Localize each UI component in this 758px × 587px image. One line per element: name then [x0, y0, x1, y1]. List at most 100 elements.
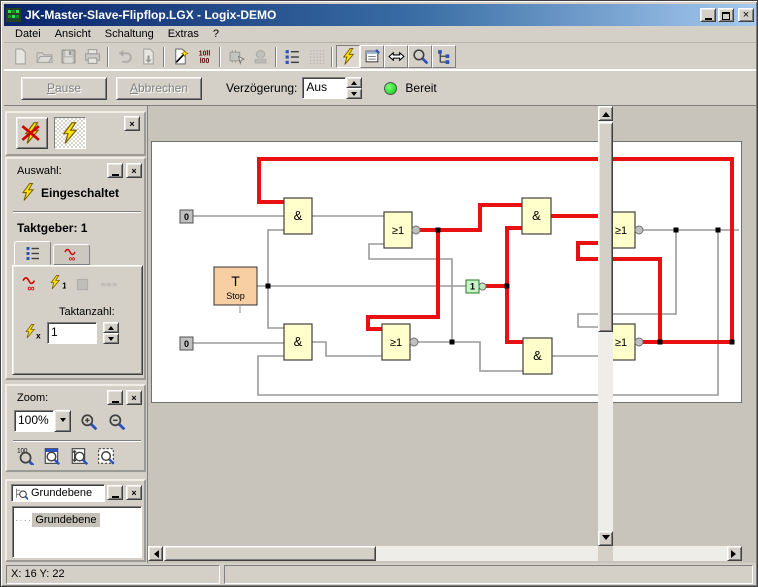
zoomin-icon: [80, 413, 98, 431]
ic-test-button[interactable]: [224, 45, 248, 68]
input-j-value: 0: [184, 212, 189, 222]
clock-count-field[interactable]: 1: [47, 322, 97, 344]
scroll-up-icon[interactable]: [598, 106, 613, 121]
wire-off[interactable]: [312, 342, 382, 356]
close-button[interactable]: ×: [738, 8, 754, 22]
simulate-button[interactable]: [336, 45, 360, 68]
menu-item-menu-schaltung[interactable]: Schaltung: [98, 26, 161, 42]
switch-on-button[interactable]: [54, 117, 86, 149]
inverter-bubble: [412, 226, 420, 234]
stamp-button[interactable]: [248, 45, 272, 68]
switch-off-button[interactable]: [16, 117, 48, 149]
connections-button[interactable]: [384, 45, 408, 68]
zoom-page-button[interactable]: [42, 446, 62, 466]
zoom-100-button[interactable]: 100: [15, 446, 35, 466]
new-file-button[interactable]: [8, 45, 32, 68]
new-test-button[interactable]: [168, 45, 192, 68]
stop-clock-button[interactable]: [73, 274, 93, 294]
hierarchy-minimize-button[interactable]: [107, 485, 123, 500]
grid-button[interactable]: [304, 45, 328, 68]
menu-item-menu-hilfe[interactable]: ?: [206, 26, 226, 42]
dots-icon: [100, 275, 118, 293]
protocol-button[interactable]: [136, 45, 160, 68]
wire-off[interactable]: [268, 230, 284, 286]
title-bar[interactable]: JK-Master-Slave-Flipflop.LGX - Logix-DEM…: [4, 4, 756, 26]
pause-button[interactable]: Pause: [21, 77, 107, 100]
delay-label: Verzögerung:: [226, 81, 297, 95]
tab-continuous-mode[interactable]: ∞: [53, 244, 90, 265]
delay-spin-down-icon[interactable]: [346, 88, 362, 99]
signal-list-button[interactable]: [280, 45, 304, 68]
wire-on[interactable]: [507, 228, 522, 286]
zoom-out-button[interactable]: [107, 412, 127, 432]
and-gate-label: &: [532, 208, 541, 223]
open-file-button[interactable]: [32, 45, 56, 68]
undo-icon: [116, 48, 133, 65]
zoom-minimize-button[interactable]: [107, 390, 123, 405]
hscroll-thumb[interactable]: [164, 546, 376, 561]
hierarchy-button[interactable]: [432, 45, 456, 68]
zoom-dropdown-icon[interactable]: [54, 410, 71, 432]
circuit-canvas[interactable]: &&≥1≥1&&≥1≥100TStop1: [151, 141, 742, 403]
menu-item-menu-extras[interactable]: Extras: [161, 26, 206, 42]
tree-branch-line: ····: [15, 515, 32, 526]
hierarchy-close-button[interactable]: ×: [126, 485, 142, 500]
zoom-fit-button[interactable]: [96, 446, 116, 466]
properties-button[interactable]: [360, 45, 384, 68]
hierarchy-listbox[interactable]: ····Grundebene: [12, 506, 142, 558]
undo-button[interactable]: [112, 45, 136, 68]
zoomheight-icon: [70, 447, 88, 465]
pulse-train-button[interactable]: [99, 274, 119, 294]
inverter-bubble: [635, 226, 643, 234]
menu-item-menu-datei[interactable]: Datei: [8, 26, 48, 42]
zoom-level-combo[interactable]: 100%: [14, 410, 71, 432]
delay-spin-up-icon[interactable]: [346, 77, 362, 88]
svg-text:∞: ∞: [27, 283, 34, 293]
selection-minimize-button[interactable]: [107, 163, 123, 178]
scroll-down-icon[interactable]: [598, 531, 613, 546]
and-gate-label: &: [294, 334, 303, 349]
tab-step-mode[interactable]: [14, 241, 51, 265]
selection-close-button[interactable]: ×: [126, 163, 142, 178]
simulation-toolbar: Pause Abbrechen Verzögerung: Aus Bereit: [4, 71, 756, 106]
toolbar-separator: [163, 47, 165, 67]
minimize-button[interactable]: [700, 8, 716, 22]
bolt-icon: [59, 122, 81, 144]
abort-button[interactable]: Abbrechen: [116, 77, 202, 100]
zoom-level-value[interactable]: 100%: [14, 410, 54, 432]
scroll-left-icon[interactable]: [148, 546, 163, 561]
binary-test-button[interactable]: 10lll00: [192, 45, 216, 68]
wire-on[interactable]: [507, 286, 523, 342]
vscroll-thumb[interactable]: [598, 122, 613, 332]
doc-icon: [12, 48, 29, 65]
count-spin-up-icon[interactable]: [103, 322, 119, 333]
count-spin-down-icon[interactable]: [103, 333, 119, 344]
tree-item[interactable]: ····Grundebene: [15, 510, 139, 528]
wire-off[interactable]: [268, 286, 284, 328]
binary-icon: 10lll00: [196, 48, 213, 65]
hierarchy-header-field[interactable]: Grundebene: [11, 484, 105, 502]
save-file-button[interactable]: [56, 45, 80, 68]
zoom-height-button[interactable]: [69, 446, 89, 466]
menu-bar: DateiAnsichtSchaltungExtras?: [4, 26, 756, 43]
print-button[interactable]: [80, 45, 104, 68]
tree-search-icon: [15, 487, 28, 500]
single-pulse-button[interactable]: 1: [47, 274, 67, 294]
delay-field[interactable]: Aus: [302, 77, 346, 99]
svg-text:10ll: 10ll: [198, 50, 210, 57]
toolbox-close-button[interactable]: ×: [124, 116, 140, 131]
doc-down-icon: [140, 48, 157, 65]
clock-count-spinner[interactable]: [103, 322, 119, 344]
wire-off[interactable]: [418, 342, 523, 371]
scroll-right-icon[interactable]: [727, 546, 742, 561]
clock-label: T: [231, 273, 240, 289]
delay-spinner[interactable]: [346, 77, 362, 99]
wire-junction: [436, 228, 441, 233]
continuous-clock-button[interactable]: ∞: [21, 274, 41, 294]
zoom-close-button[interactable]: ×: [126, 390, 142, 405]
maximize-button[interactable]: [718, 8, 734, 22]
zoom-tool-button[interactable]: [408, 45, 432, 68]
zoom-in-button[interactable]: [79, 412, 99, 432]
menu-item-menu-ansicht[interactable]: Ansicht: [48, 26, 98, 42]
